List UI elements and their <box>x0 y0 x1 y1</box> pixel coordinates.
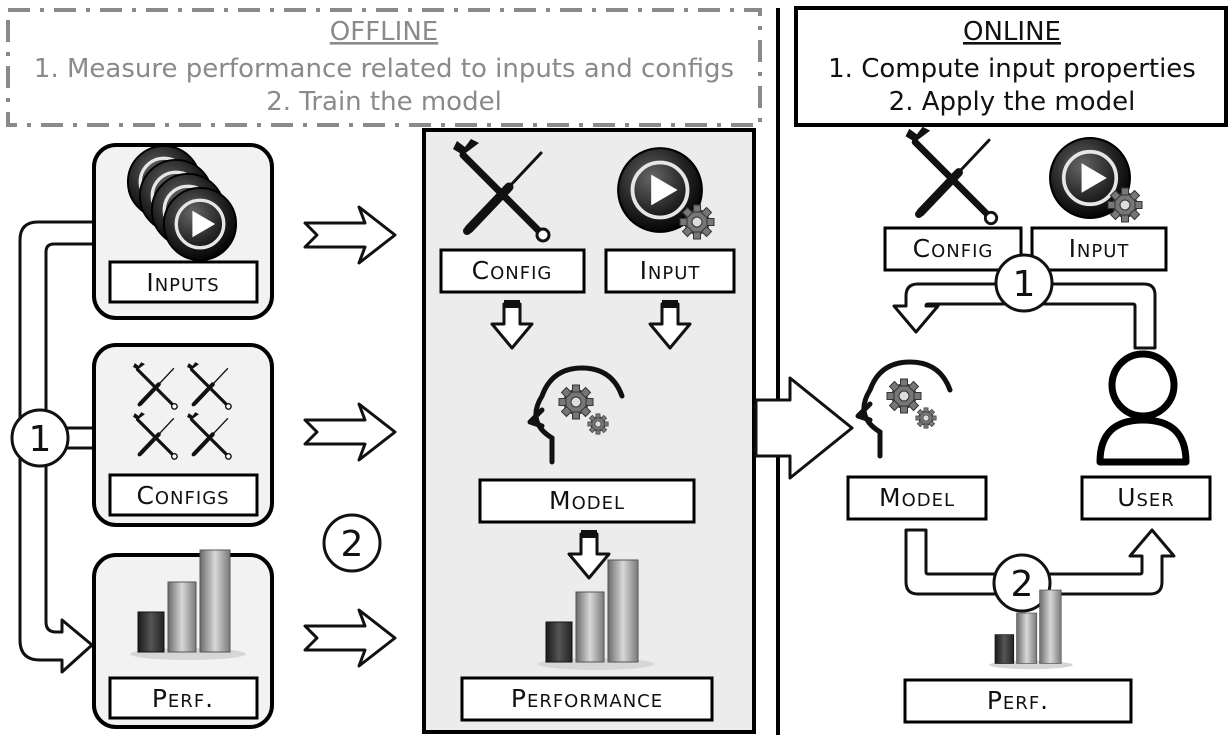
outline-arrow-icon <box>303 402 397 462</box>
performance-label: Performance <box>511 684 663 713</box>
online-input-section: Config Input <box>883 127 1168 272</box>
offline-marker-1: 1 <box>10 408 70 468</box>
configs-label: Configs <box>136 481 229 510</box>
online-step-1: 1. Compute input properties <box>828 54 1196 84</box>
online-loop-arrow-2 <box>904 528 1176 596</box>
video-play-icon <box>1048 136 1143 223</box>
online-marker-1: 1 <box>994 253 1054 313</box>
online-perf-label: Perf. <box>987 686 1049 715</box>
online-marker-2: 2 <box>992 553 1052 613</box>
offline-step-1: 1. Measure performance related to inputs… <box>34 54 734 84</box>
offline-marker-2: 2 <box>322 513 382 573</box>
online-step-2: 2. Apply the model <box>889 87 1136 117</box>
offline-title: OFFLINE <box>330 17 438 47</box>
configs-card: Configs <box>92 343 274 527</box>
offline-step-2: 2. Train the model <box>266 87 502 117</box>
inputs-label: Inputs <box>146 268 219 297</box>
online-config-label: Config <box>913 234 994 263</box>
outline-arrow-icon <box>303 205 397 265</box>
gear-icon <box>679 204 715 240</box>
online-header: ONLINE 1. Compute input properties 2. Ap… <box>794 6 1228 127</box>
online-title: ONLINE <box>963 17 1061 47</box>
training-panel: Config Input Model Performance <box>422 128 756 734</box>
svg-text:2: 2 <box>341 524 364 565</box>
inputs-card: Inputs <box>92 143 274 320</box>
svg-text:1: 1 <box>1013 264 1036 305</box>
online-model-label: Model <box>879 483 955 512</box>
svg-text:1: 1 <box>29 419 52 460</box>
online-loop-arrow-1 <box>892 282 1157 350</box>
user-icon <box>1096 350 1190 466</box>
perf-card: Perf. <box>92 549 274 729</box>
perf-label: Perf. <box>152 684 214 713</box>
svg-text:2: 2 <box>1011 564 1034 605</box>
wrench-screwdriver-icon <box>906 127 997 224</box>
input-label: Input <box>640 256 701 285</box>
offline-header: OFFLINE 1. Measure performance related t… <box>6 8 762 127</box>
head-gears-icon <box>858 362 950 456</box>
online-user-label: User <box>1117 483 1175 512</box>
offline-to-online-arrow <box>754 376 854 480</box>
model-label: Model <box>549 486 625 515</box>
outline-arrow-icon <box>303 608 397 668</box>
gear-icon <box>1107 187 1143 223</box>
online-input-label: Input <box>1069 234 1130 263</box>
config-label: Config <box>472 256 553 285</box>
